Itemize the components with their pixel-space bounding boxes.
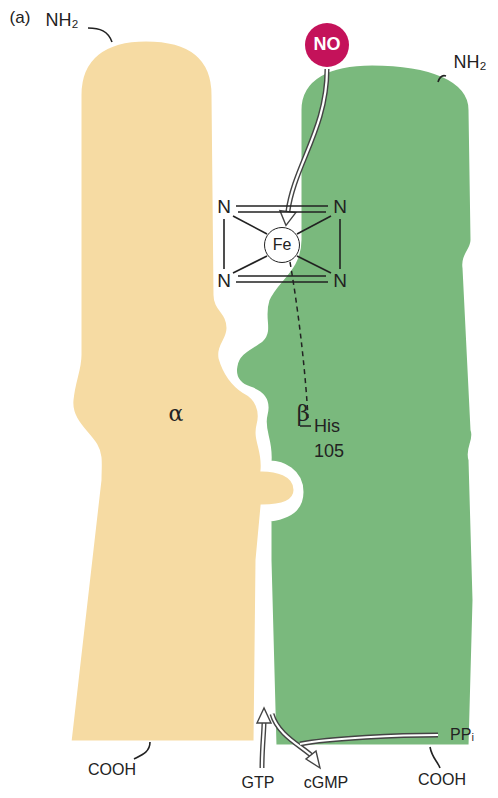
nitrogen-atom: N bbox=[333, 270, 347, 292]
beta-subunit: β bbox=[226, 60, 482, 752]
residue-label: His 105 bbox=[314, 414, 344, 464]
nitrogen-atom: N bbox=[217, 196, 231, 218]
subunit-outline bbox=[236, 64, 474, 746]
node-label: Fe bbox=[273, 236, 292, 254]
arrow-head bbox=[280, 211, 296, 226]
node-label: NO bbox=[314, 35, 341, 55]
subunit-label: β bbox=[297, 401, 310, 426]
panel-label: (a) bbox=[10, 8, 31, 28]
substrate-label: GTP bbox=[242, 774, 275, 792]
nitrogen-atom: N bbox=[333, 196, 347, 218]
terminus-label: NH₂ bbox=[454, 52, 487, 73]
nitrogen-atom: N bbox=[217, 270, 231, 292]
terminus-label: COOH bbox=[88, 761, 136, 779]
product-label: cGMP bbox=[304, 774, 348, 792]
iron-atom: Fe bbox=[264, 227, 300, 263]
terminus-label: NH₂ bbox=[46, 10, 79, 31]
subunit-shape bbox=[226, 60, 482, 752]
subunit-label: α bbox=[169, 401, 184, 426]
no-molecule: NO bbox=[305, 23, 349, 67]
product-label: PPᵢ bbox=[450, 726, 474, 744]
terminus-label: COOH bbox=[418, 771, 466, 789]
